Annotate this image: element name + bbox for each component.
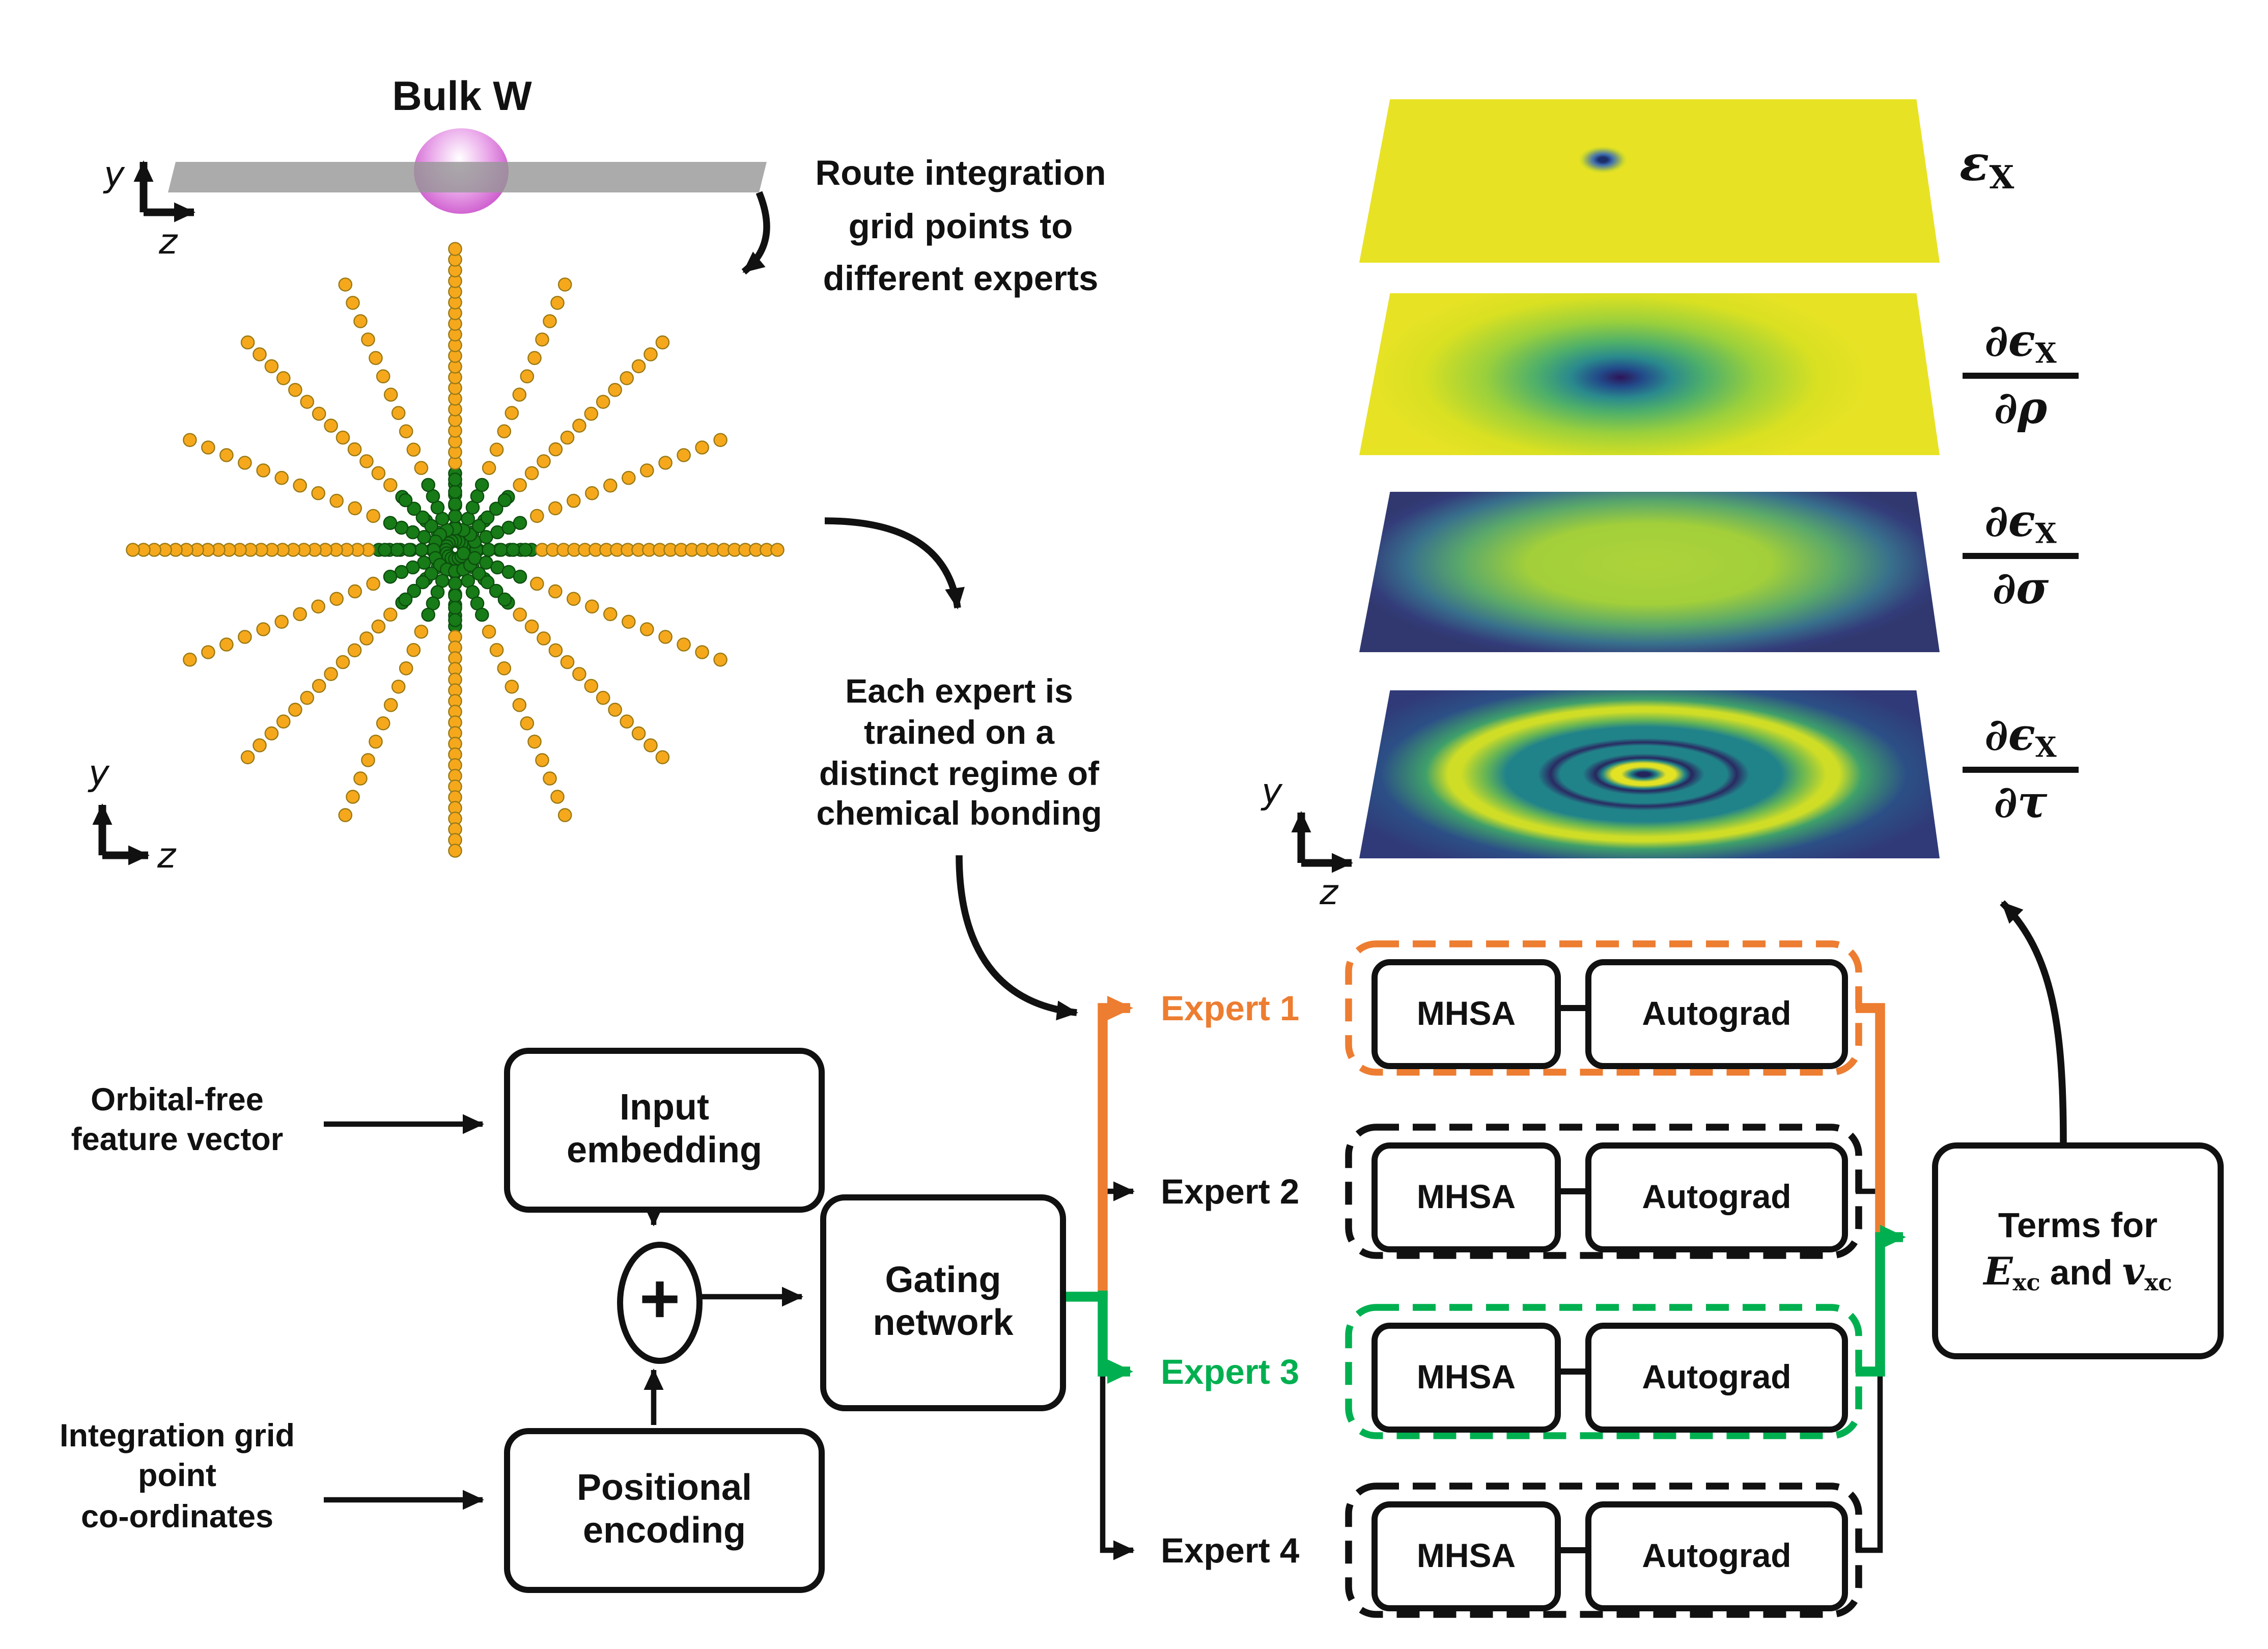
expert2-label: Expert 2 <box>1161 1171 1300 1211</box>
heatmap-deps-dsigma <box>1359 492 1940 652</box>
output-expert4 <box>1856 1372 1883 1553</box>
arrow-bar-to-route-note <box>741 191 770 275</box>
integration-grid-scatter <box>126 242 785 858</box>
expert4-mhsa-box: MHSA <box>1371 1501 1561 1611</box>
gating-network-box: Gating network <box>820 1194 1066 1411</box>
branch-expert4 <box>1100 1368 1135 1560</box>
route-note: Route integration grid points to differe… <box>815 153 1106 298</box>
label-deps-drho: ∂ϵX ∂ρ <box>1935 315 2106 434</box>
heatmap-deps-dtau <box>1359 690 1940 858</box>
positional-encoding-box: Positional encoding <box>504 1428 825 1593</box>
output-expert1 <box>1856 1003 1885 1237</box>
sum-node: + <box>617 1242 703 1364</box>
label-deps-dtau: ∂ϵX ∂τ <box>1935 709 2106 828</box>
terms-math-line: Exc and vxc <box>1983 1249 2172 1297</box>
axis-z-label-top: z <box>159 223 178 263</box>
arrow-terms-to-heatmaps <box>2000 900 2067 1143</box>
grid-input-label: Integration grid point co-ordinates <box>60 1419 295 1534</box>
input-embedding-box: Input embedding <box>504 1048 825 1213</box>
expert3-label: Expert 3 <box>1161 1352 1300 1391</box>
axes-heatmap <box>1291 811 1353 873</box>
bulk-w-title: Bulk W <box>392 73 532 119</box>
heatmap-epsilon-x <box>1359 99 1940 263</box>
label-deps-dsigma: ∂ϵX ∂σ <box>1935 495 2106 614</box>
branch-expert3 <box>1098 1291 1133 1384</box>
expert1-autograd-box: Autograd <box>1585 959 1848 1069</box>
expert2-autograd-box: Autograd <box>1585 1142 1848 1252</box>
label-epsilon-x: εX <box>1959 134 2014 196</box>
expert2-dashed-box <box>1345 1124 1862 1259</box>
arrow-scatter-to-note <box>824 517 965 609</box>
fraction-bar <box>1963 767 2079 774</box>
axis-y-label-scatter: y <box>89 754 109 794</box>
axes-scatter <box>92 803 150 865</box>
fraction-bar <box>1963 553 2079 560</box>
merge-to-terms <box>1856 1225 1906 1377</box>
expert4-dashed-box <box>1345 1483 1862 1618</box>
expert1-mhsa-box: MHSA <box>1371 959 1561 1069</box>
arrow-note-to-experts <box>956 855 1078 1021</box>
expert3-autograd-box: Autograd <box>1585 1323 1848 1433</box>
terms-output-box: Terms for Exc and vxc <box>1932 1142 2224 1359</box>
heatmap-deps-drho <box>1359 293 1940 455</box>
branch-expert1 <box>1098 996 1133 1301</box>
axis-z-label-heatmap: z <box>1320 874 1338 913</box>
expert3-dashed-box <box>1345 1304 1862 1439</box>
expert2-mhsa-box: MHSA <box>1371 1142 1561 1252</box>
expert1-dashed-box <box>1345 940 1862 1076</box>
fraction-bar <box>1963 373 2079 380</box>
orbital-input-label: Orbital-free feature vector <box>71 1083 284 1158</box>
expert1-label: Expert 1 <box>1161 988 1300 1028</box>
expert4-label: Expert 4 <box>1161 1530 1300 1570</box>
axes-top-left <box>133 160 195 222</box>
axis-z-label-scatter: z <box>157 837 176 877</box>
axis-y-label-top: y <box>104 156 125 195</box>
expert4-autograd-box: Autograd <box>1585 1501 1848 1611</box>
bulk-slab-bar <box>168 162 767 192</box>
mhsa-autograd-links <box>1549 1005 1585 1553</box>
axis-y-label-heatmap: y <box>1262 773 1282 813</box>
expert-note: Each expert is trained on a distinct reg… <box>816 672 1102 833</box>
expert3-mhsa-box: MHSA <box>1371 1323 1561 1433</box>
